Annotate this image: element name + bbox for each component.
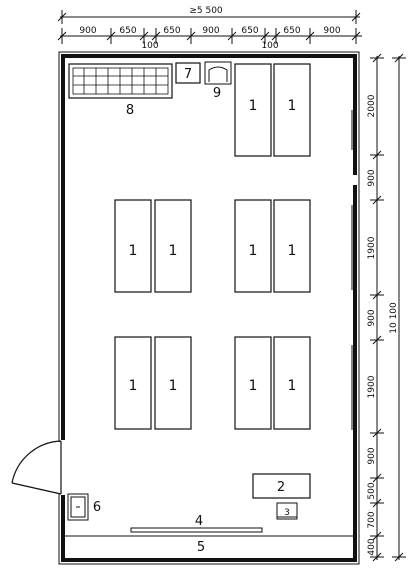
right-dim-8: 700 [367,511,377,528]
shelf-item-8 [68,63,173,99]
desk-label: 1 [288,378,297,394]
right-dim-9: 400 [367,538,377,555]
right-dim-4: 900 [367,309,377,326]
desk-group-lower-left: 1 1 [114,336,192,430]
desk-label: 1 [288,243,297,259]
right-dimensions [370,53,406,562]
desk-label: 1 [249,98,258,114]
desk-group-lower-right: 1 1 [234,336,311,430]
door [11,440,62,495]
desk-6 [273,199,311,293]
cabinet-item-6 [67,493,89,521]
top-dim-1: 900 [79,26,96,36]
total-length-label: 10 100 [389,302,399,334]
desk-2 [273,63,311,157]
top-dim-2: 650 [119,26,136,36]
desk-group-middle-right: 1 1 [234,199,311,293]
right-dim-3: 1900 [367,236,377,259]
desk-1 [234,63,272,157]
desk-5 [234,199,272,293]
top-dim-3: 650 [163,26,180,36]
top-dimensions [57,10,362,44]
label-6: 6 [93,500,101,515]
item-7-box [175,62,201,84]
right-dim-2: 900 [367,169,377,186]
desk-7 [114,336,152,430]
desk-label: 1 [249,378,258,394]
label-8: 8 [126,103,134,118]
top-dim-labels: 900 650 650 900 650 650 900 100 100 [79,26,340,51]
desk-3 [114,199,152,293]
top-dim-4: 900 [202,26,219,36]
label-2: 2 [277,480,285,495]
sink-item-9 [204,61,232,85]
right-dim-7: 500 [367,482,377,499]
label-4: 4 [195,514,203,529]
desk-group-middle-left: 1 1 [114,199,192,293]
desk-label: 1 [249,243,258,259]
desk-group-top-right: 1 1 [234,63,311,157]
item-3-box [276,502,298,520]
right-dim-6: 900 [367,447,377,464]
top-sub-dim-2: 100 [261,41,278,51]
item-2-table [252,473,311,499]
top-dim-6: 650 [283,26,300,36]
top-dim-5: 650 [241,26,258,36]
right-dim-labels: 2000 900 1900 900 1900 900 500 700 400 1… [367,94,399,555]
label-5: 5 [197,540,205,555]
label-7: 7 [184,67,192,82]
desk-10 [273,336,311,430]
desk-8 [154,336,192,430]
desk-4 [154,199,192,293]
desk-label: 1 [288,98,297,114]
desk-label: 1 [129,243,138,259]
walls [58,51,360,565]
board-item-4 [130,527,263,533]
right-dim-5: 1900 [367,375,377,398]
total-width-label: ≥5 500 [189,6,223,16]
desk-label: 1 [169,243,178,259]
top-dim-7: 900 [323,26,340,36]
desk-9 [234,336,272,430]
desk-label: 1 [129,378,138,394]
label-9: 9 [213,86,221,101]
desk-label: 1 [169,378,178,394]
right-dim-1: 2000 [367,94,377,117]
top-sub-dim-1: 100 [141,41,158,51]
label-3: 3 [284,508,290,518]
